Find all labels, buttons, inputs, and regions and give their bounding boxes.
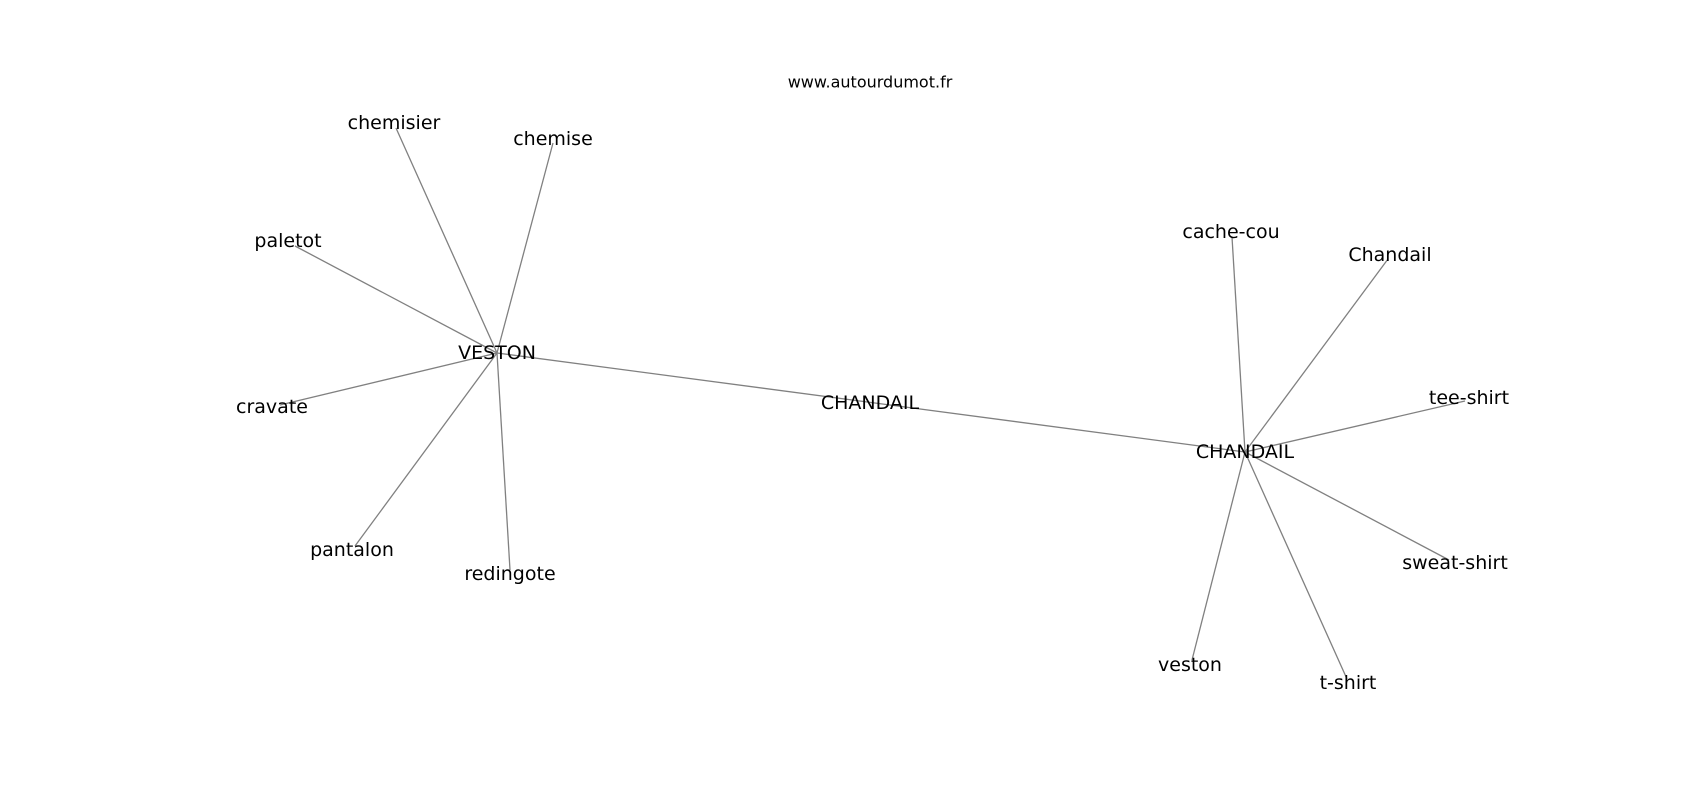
edge-chandail_hub-cache-cou [1231,236,1246,453]
site-watermark: www.autourdumot.fr [788,73,953,92]
edge-veston_hub-chandail_hub [496,352,1246,453]
edge-chandail_hub-veston [1191,451,1246,661]
graph-labels: VESTON CHANDAIL CHANDAIL chemisier chemise pa… [236,112,1509,694]
edge-chandail_hub-tee-shirt [1244,400,1466,453]
node-chandail_center[interactable]: CHANDAIL [821,392,920,414]
node-chemise[interactable]: chemise [513,128,593,150]
edge-veston_hub-cravate [279,352,498,406]
node-cravate[interactable]: cravate [236,396,308,418]
node-tee-shirt[interactable]: tee-shirt [1429,387,1509,409]
node-chemisier[interactable]: chemisier [348,112,441,134]
edge-chandail_hub-Chandail [1244,258,1389,453]
node-paletot[interactable]: paletot [254,230,321,252]
node-t-shirt[interactable]: t-shirt [1320,672,1377,694]
edge-veston_hub-pantalon [354,352,498,547]
node-veston_hub[interactable]: VESTON [458,342,536,364]
edge-veston_hub-redingote [496,352,511,571]
node-Chandail[interactable]: Chandail [1348,244,1431,266]
node-cache-cou[interactable]: cache-cou [1182,221,1279,243]
node-veston[interactable]: veston [1158,654,1222,676]
edge-veston_hub-paletot [294,245,498,354]
edge-chandail_hub-t-shirt [1244,451,1348,680]
node-chandail_hub[interactable]: CHANDAIL [1196,441,1295,463]
edge-veston_hub-chemisier [395,127,498,354]
edge-veston_hub-chemise [496,142,554,354]
node-redingote[interactable]: redingote [464,563,555,585]
node-pantalon[interactable]: pantalon [310,539,394,561]
edge-chandail_hub-sweat-shirt [1244,451,1450,561]
node-sweat-shirt[interactable]: sweat-shirt [1402,552,1508,574]
graph-edges [279,127,1466,680]
